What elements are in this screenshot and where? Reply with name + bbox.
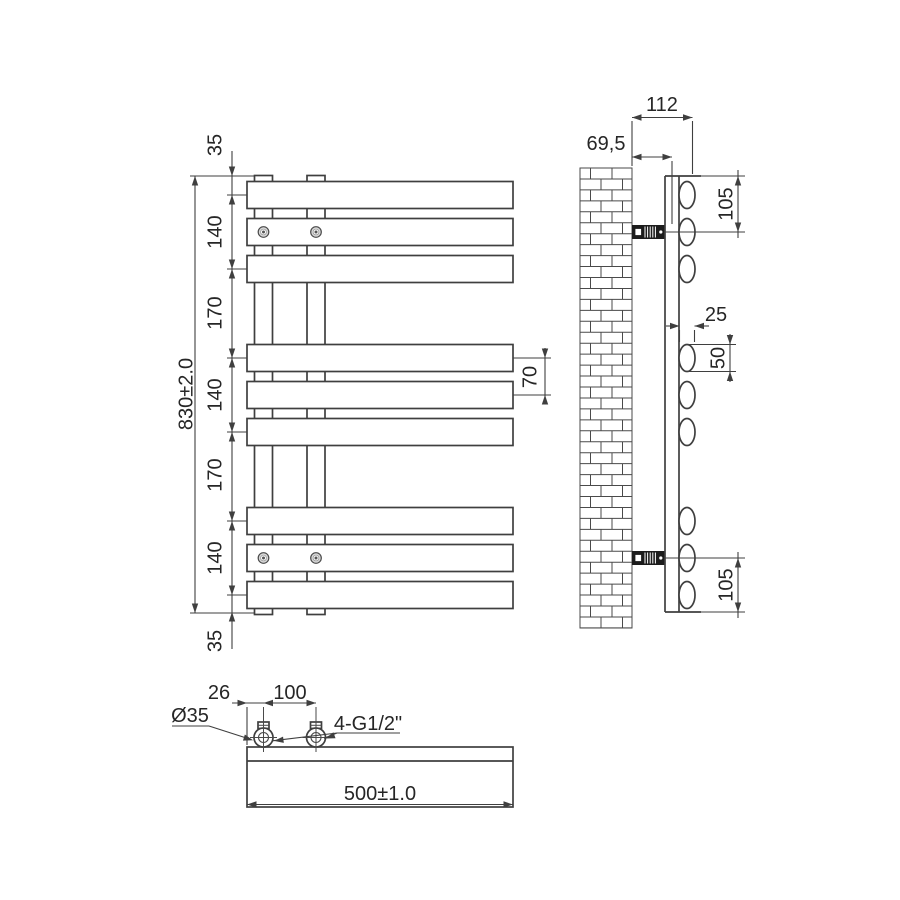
- dim-bracket-top-label: 105: [716, 187, 738, 220]
- dim-chain-label-140-b: 140: [205, 378, 227, 411]
- dim-bracket-bottom-label: 105: [716, 568, 738, 601]
- dim-chain-label-170-a: 170: [205, 296, 227, 329]
- dim-bar-depth-label: 25: [705, 304, 727, 326]
- side-view-labels: 112 69,5 105 105 25 50: [587, 94, 738, 602]
- dim-overall-width-label: 500±1.0: [344, 783, 416, 805]
- dim-bar-gap-label: 70: [520, 366, 542, 388]
- dim-port-offset-label: 26: [208, 682, 230, 704]
- dim-chain-label-140-a: 140: [205, 215, 227, 248]
- dim-overall-height-label: 830±2.0: [176, 358, 198, 430]
- port-diameter-label: Ø35: [171, 705, 209, 727]
- dim-chain-label-140-c: 140: [205, 541, 227, 574]
- dim-chain-label-bottom-35: 35: [205, 630, 227, 652]
- dim-bar-height-label: 50: [708, 347, 730, 369]
- bottom-view-labels: 26 100 Ø35 4-G1/2" 500±1.0: [171, 682, 416, 805]
- dim-port-spacing-label: 100: [273, 682, 306, 704]
- dim-wall-offset-label: 69,5: [587, 133, 626, 155]
- drawing-geometry: [172, 114, 745, 808]
- dim-depth-label: 112: [646, 94, 678, 116]
- dim-chain-label-top-35: 35: [205, 134, 227, 156]
- dim-chain-label-170-b: 170: [205, 458, 227, 491]
- thread-spec-label: 4-G1/2": [334, 713, 402, 735]
- front-view-labels: 830±2.0 35 140 170 140 170 140 35 70: [176, 134, 542, 652]
